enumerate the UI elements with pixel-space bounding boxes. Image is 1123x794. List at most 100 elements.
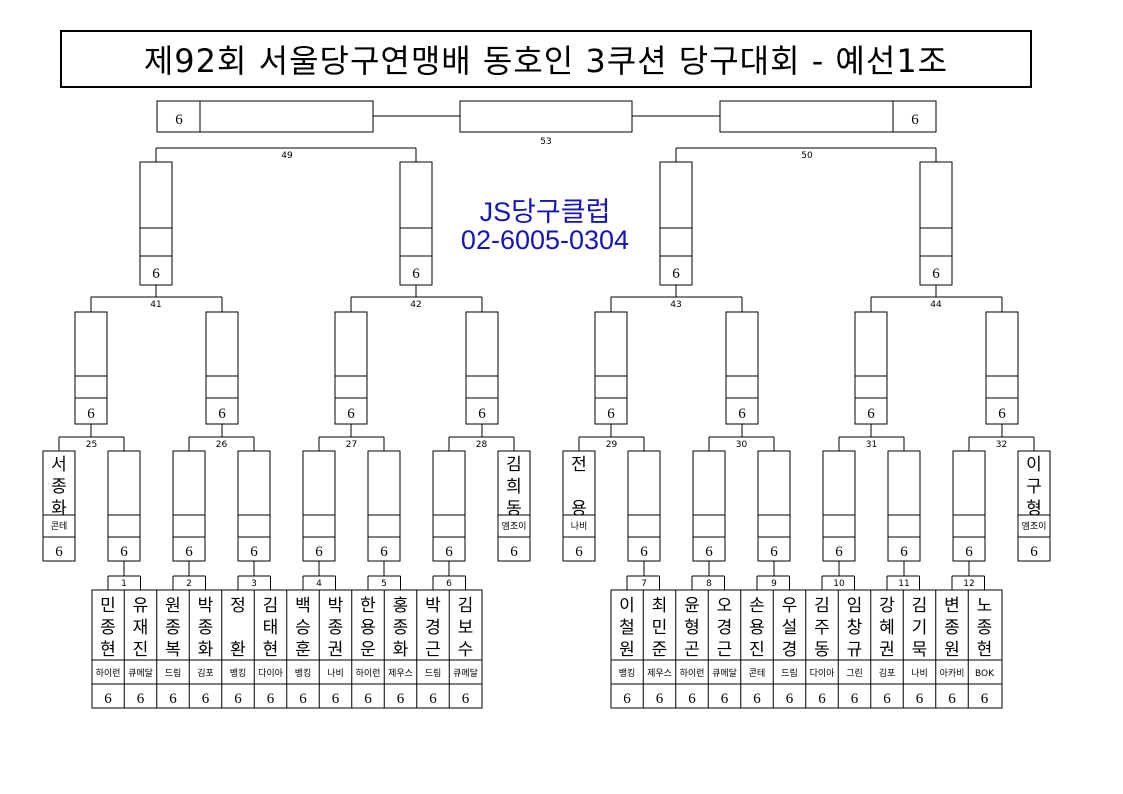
score-mark: 6 [770, 544, 778, 560]
player-name: 종 [328, 618, 344, 638]
player-name: 김 [458, 596, 474, 616]
player-club: 나비 [911, 668, 928, 679]
player-name: 윤 [684, 596, 700, 616]
player-name: 종 [198, 618, 214, 638]
match-number: 10 [833, 579, 845, 589]
seed-player-name: 희 [506, 477, 522, 497]
score-mark: 6 [640, 544, 648, 560]
player-club: 드림 [781, 667, 798, 679]
player-name: 현 [977, 640, 993, 660]
score-mark: 6 [218, 406, 226, 422]
player-club: 제우스 [647, 668, 672, 679]
score-mark: 6 [462, 691, 470, 707]
score-mark: 6 [104, 691, 112, 707]
match-number: 2 [186, 579, 192, 589]
score-mark: 6 [753, 691, 761, 707]
score-mark: 6 [965, 544, 973, 560]
match-number: 1 [121, 579, 127, 589]
match-number: 32 [996, 440, 1007, 450]
player-name: 설 [782, 618, 798, 638]
page-title: 제92회 서울당구연맹배 동호인 3쿠션 당구대회 - 예선1조 [60, 30, 1032, 88]
player-name: 민 [652, 618, 668, 638]
player-name: 현 [263, 640, 279, 660]
player-name: 복 [165, 640, 181, 660]
player-name: 묵 [912, 640, 928, 660]
player-name: 훈 [295, 640, 311, 660]
score-mark: 6 [250, 544, 258, 560]
player-name: 권 [328, 640, 344, 660]
player-name: 운 [360, 640, 376, 660]
player-name: 종 [100, 618, 116, 638]
match-number: 25 [86, 440, 97, 450]
player-name: 근 [717, 640, 733, 660]
player-name: 노 [977, 596, 993, 616]
score-mark: 6 [478, 406, 486, 422]
score-mark: 6 [299, 691, 307, 707]
score-mark: 6 [234, 691, 242, 707]
score-mark: 6 [412, 266, 420, 282]
player-name: 근 [425, 640, 441, 660]
player-club: 뱅킹 [619, 667, 636, 679]
player-name: 박 [328, 596, 344, 616]
player-club: 하이런 [356, 668, 381, 679]
player-club: 큐메달 [712, 667, 737, 679]
score-mark: 6 [397, 691, 405, 707]
score-mark: 6 [445, 544, 453, 560]
score-mark: 6 [981, 691, 989, 707]
score-mark: 6 [55, 544, 63, 560]
player-name: 화 [393, 640, 409, 660]
player-name: 보 [458, 618, 474, 638]
final-left-box [156, 100, 374, 133]
player-name: 환 [230, 640, 246, 660]
player-name: 손 [749, 596, 765, 616]
score-mark: 6 [851, 691, 859, 707]
player-name: 임 [847, 596, 863, 616]
player-name: 김 [814, 596, 830, 616]
score-mark: 6 [364, 691, 372, 707]
seed-player-name: 화 [51, 499, 67, 519]
score-mark: 6 [835, 544, 843, 560]
player-name: 혜 [879, 618, 895, 638]
player-name: 기 [912, 618, 928, 638]
player-club: 제우스 [388, 668, 413, 679]
score-mark: 6 [510, 544, 518, 560]
player-name: 박 [198, 596, 214, 616]
score-mark: 6 [900, 544, 908, 560]
match-number: 30 [736, 440, 748, 450]
seed-player-name: 서 [51, 455, 67, 475]
score-mark: 6 [332, 691, 340, 707]
player-name: 홍 [393, 596, 409, 616]
match-number: 8 [706, 579, 712, 589]
seed-player-club: 엠조이 [502, 520, 527, 532]
club-name: JS당구클럽 [479, 197, 611, 227]
player-name: 유 [133, 596, 149, 616]
score-mark: 6 [998, 406, 1006, 422]
player-name: 용 [749, 618, 765, 638]
score-mark: 6 [948, 691, 956, 707]
match-number: 42 [410, 300, 421, 310]
player-name: 김 [263, 596, 279, 616]
match-number: 49 [281, 151, 293, 161]
match-number: 31 [866, 440, 877, 450]
match-number: 4 [316, 579, 322, 589]
player-name: 종 [977, 618, 993, 638]
player-name: 김 [912, 596, 928, 616]
score-mark: 6 [688, 691, 696, 707]
player-name: 변 [944, 596, 960, 616]
player-club: 드림 [165, 667, 182, 679]
score-mark: 6 [721, 691, 729, 707]
player-name: 용 [360, 618, 376, 638]
match-number: 41 [150, 300, 161, 310]
match-number: 5 [381, 579, 387, 589]
score-mark: 6 [120, 544, 128, 560]
seed-player-club: 엠조이 [1022, 520, 1047, 532]
seed-player-name: 김 [506, 455, 522, 475]
score-mark: 6 [87, 406, 95, 422]
score-mark: 6 [169, 691, 177, 707]
player-club: 김포 [879, 667, 896, 679]
player-name: 창 [847, 618, 863, 638]
player-name: 정 [230, 596, 246, 616]
match-number: 50 [801, 151, 813, 161]
player-club: 아카비 [940, 668, 965, 679]
player-name: 재 [133, 618, 149, 638]
